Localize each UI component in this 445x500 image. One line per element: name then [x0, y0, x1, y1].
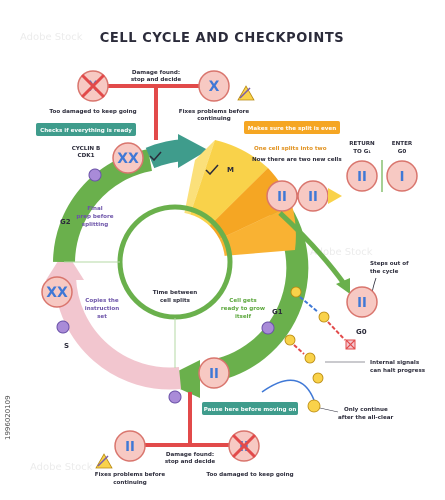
all-clear-dot	[307, 399, 321, 413]
repaired-cell-icon	[198, 70, 230, 102]
bottom-checkpoint: II II Damage found: stop and decide Fixe…	[95, 392, 294, 486]
bottom-too-damaged-text: Too damaged to keep going	[206, 472, 293, 478]
top-fixes-line2: continuing	[197, 116, 231, 122]
enter-g0-cell-icon	[386, 160, 418, 192]
s-note-line2: instruction	[85, 306, 119, 312]
watermark-text: Adobe Stock	[20, 32, 83, 43]
phase-m-label: M	[227, 166, 234, 174]
gear-icon	[312, 372, 324, 384]
bottom-damage-line2: stop and decide	[165, 459, 216, 465]
signal-path	[284, 286, 365, 384]
top-checkpoint: X X Damage found: stop and decide Too da…	[49, 70, 255, 140]
svg-text:I: I	[400, 170, 405, 185]
g2-arrowhead	[178, 134, 208, 168]
svg-text:II: II	[357, 170, 367, 185]
svg-text:II: II	[277, 190, 287, 205]
allclear-note-line2: after the all-clear	[338, 415, 394, 421]
phase-g0-label: G0	[356, 328, 367, 336]
svg-text:II: II	[357, 296, 367, 311]
chromosome-icon: XX	[117, 151, 139, 167]
tools-icon	[95, 453, 113, 469]
m-checkpoint-tag: Makes sure the split is even	[244, 121, 340, 134]
cyclin-label-line1: CYCLIN B	[72, 146, 101, 152]
phase-marker-dot	[261, 321, 275, 335]
tools-icon	[237, 85, 255, 101]
watermark-layer: Adobe Stock Adobe Stock Adobe Stock	[20, 32, 373, 473]
allclear-note-line1: Only continue	[344, 407, 388, 413]
phase-marker-dot	[56, 320, 70, 334]
return-label-line1: RETURN	[349, 141, 375, 147]
s-note-line1: Copies the	[85, 298, 119, 304]
watermark-text: Adobe Stock	[30, 462, 93, 473]
g0-note-line2: the cycle	[370, 269, 399, 275]
g0-note-line1: Steps out of	[370, 261, 409, 267]
bottom-damage-line1: Damage found:	[166, 452, 214, 458]
top-too-damaged-text: Too damaged to keep going	[49, 109, 136, 115]
g1-note-line1: Cell gets	[229, 298, 257, 304]
g1-checkpoint-tag: Pause here before moving on	[202, 402, 298, 415]
g1-note-line2: ready to grow	[221, 306, 265, 312]
signals-note-line1: Internal signals	[370, 360, 420, 366]
svg-text:XX: XX	[46, 285, 68, 301]
svg-text:II: II	[308, 190, 318, 205]
m-two-cells-text: Now there are two new cells	[252, 157, 342, 163]
phase-marker-dot	[88, 168, 102, 182]
inner-ring-core	[125, 212, 225, 312]
bottom-fixes-line1: Fixes problems before	[95, 472, 166, 478]
return-cell-icon	[346, 160, 378, 192]
g1-checkpoint-tag-text: Pause here before moving on	[204, 407, 297, 413]
g0-exit-arrow	[278, 211, 348, 287]
bottom-fixes-line2: continuing	[113, 480, 147, 486]
cyclin-label-line2: CDK1	[78, 153, 95, 159]
g2-checkpoint-tag: Checks if everything is ready	[36, 123, 136, 136]
phase-g1-label: G1	[272, 308, 283, 316]
s-arrowhead	[46, 250, 84, 280]
g2-note-line3: splitting	[82, 222, 108, 228]
phase-s-label: S	[64, 342, 69, 350]
top-fixes-line1: Fixes problems before	[179, 109, 250, 115]
center-label-line2: cell splits	[160, 298, 191, 304]
svg-text:II: II	[125, 440, 135, 455]
center-label-line1: Time between	[153, 290, 198, 296]
top-damage-line2: stop and decide	[131, 77, 182, 83]
g2-note-line2: prep before	[76, 214, 113, 220]
watermark-text: Adobe Stock	[310, 247, 373, 258]
svg-text:X: X	[209, 79, 220, 95]
m-checkpoint-tag-text: Makes sure the split is even	[248, 126, 336, 132]
return-label-line2: TO G₁	[353, 149, 371, 155]
phase-g2-label: G2	[60, 218, 71, 226]
enter-label-line2: G0	[398, 149, 407, 155]
g0-cell-icon	[346, 286, 378, 318]
m-splits-text: One cell splits into two	[254, 146, 327, 152]
s-cell-icon	[41, 276, 73, 308]
g1-note-line3: itself	[235, 314, 252, 320]
enter-label-line1: ENTER	[392, 141, 413, 147]
signals-note-line2: can halt progress	[370, 368, 426, 374]
checkmark-icon	[149, 151, 162, 162]
phase-marker-dot	[168, 390, 182, 404]
top-damage-line1: Damage found:	[132, 70, 180, 76]
s-note-line3: set	[97, 314, 107, 320]
daughter-cell-icon	[266, 180, 298, 212]
g2-checkpoint-tag-text: Checks if everything is ready	[40, 128, 132, 134]
all-clear-arc	[261, 379, 315, 401]
svg-text:II: II	[209, 367, 219, 382]
checkmark-icon	[205, 164, 219, 176]
repaired-cell-icon	[114, 430, 146, 462]
m-exit-arrowhead	[328, 188, 342, 204]
diagram-title: CELL CYCLE AND CHECKPOINTS	[100, 31, 345, 46]
g1-cell-icon	[198, 357, 230, 389]
g2-note-line1: Final	[87, 206, 102, 212]
g2-cell-icon	[112, 142, 144, 174]
side-code: 1996020109	[4, 395, 12, 440]
